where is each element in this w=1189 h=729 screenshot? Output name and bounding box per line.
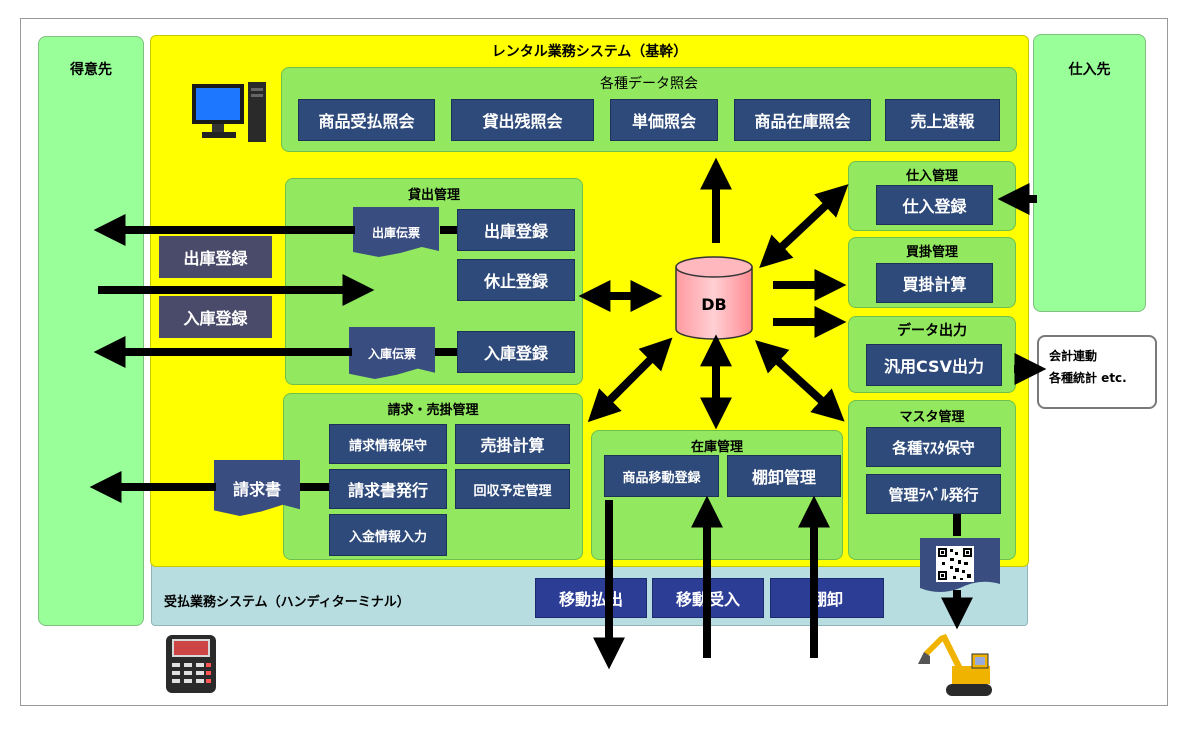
supplier-label: 仕入先 — [1068, 62, 1111, 78]
db-label: DB — [701, 295, 727, 314]
lending-title: 貸出管理 — [407, 188, 460, 203]
inquiry-stock-button[interactable]: 商品在庫照会 — [734, 99, 871, 141]
payable-title: 買掛管理 — [905, 245, 958, 260]
supplier-band: 仕入先 — [1033, 34, 1146, 312]
excavator-icon — [916, 630, 996, 700]
qr-code-icon — [920, 538, 1000, 594]
external-out-reg: 出庫登録 — [159, 236, 272, 278]
csv-output-button[interactable]: 汎用CSV出力 — [866, 344, 1002, 386]
stock-title: 在庫管理 — [690, 440, 743, 455]
master-label-button[interactable]: 管理ﾗﾍﾞﾙ発行 — [866, 474, 1001, 514]
data-output-title: データ出力 — [897, 323, 967, 339]
desktop-computer-icon — [190, 80, 270, 146]
master-maint-button[interactable]: 各種ﾏｽﾀ保守 — [866, 427, 1001, 467]
billing-issue-button[interactable]: 請求書発行 — [329, 469, 447, 509]
statistics-label: 各種統計 etc. — [1049, 371, 1127, 385]
accounting-link-label: 会計連動 — [1049, 349, 1098, 363]
handy-terminal-icon — [164, 633, 218, 695]
handy-inventory-button[interactable]: 棚卸 — [770, 578, 884, 618]
rental-system-title: レンタル業務システム（基幹） — [491, 44, 688, 60]
billing-payment-button[interactable]: 入金情報入力 — [329, 514, 447, 556]
stock-inventory-button[interactable]: 棚卸管理 — [727, 455, 841, 497]
inquiry-sales-flash-button[interactable]: 売上速報 — [885, 99, 1000, 141]
billing-title: 請求・売掛管理 — [387, 403, 479, 418]
inquiry-unit-price-button[interactable]: 単価照会 — [610, 99, 718, 141]
billing-info-button[interactable]: 請求情報保守 — [329, 424, 447, 464]
stock-move-button[interactable]: 商品移動登録 — [604, 455, 719, 497]
database-cylinder-icon: DB — [674, 255, 754, 341]
external-in-reg: 入庫登録 — [159, 296, 272, 338]
billing-collection-button[interactable]: 回収予定管理 — [455, 469, 570, 509]
customer-band: 得意先 — [38, 36, 144, 626]
master-title: マスタ管理 — [899, 410, 965, 425]
payable-calc-button[interactable]: 買掛計算 — [876, 263, 993, 303]
lending-pause-reg-button[interactable]: 休止登録 — [457, 259, 575, 301]
lending-in-reg-button[interactable]: 入庫登録 — [457, 331, 575, 373]
output-destination-box: 会計連動 各種統計 etc. — [1037, 335, 1157, 409]
customer-label: 得意先 — [70, 62, 112, 78]
purchase-title: 仕入管理 — [905, 169, 958, 184]
billing-ar-calc-button[interactable]: 売掛計算 — [455, 424, 570, 464]
purchase-reg-button[interactable]: 仕入登録 — [876, 185, 993, 225]
inquiry-goods-flow-button[interactable]: 商品受払照会 — [298, 99, 435, 141]
inquiry-lending-balance-button[interactable]: 貸出残照会 — [451, 99, 594, 141]
inquiry-title: 各種データ照会 — [600, 76, 698, 92]
handy-system-title: 受払業務システム（ハンディターミナル） — [164, 595, 410, 610]
lending-out-reg-button[interactable]: 出庫登録 — [457, 209, 575, 251]
